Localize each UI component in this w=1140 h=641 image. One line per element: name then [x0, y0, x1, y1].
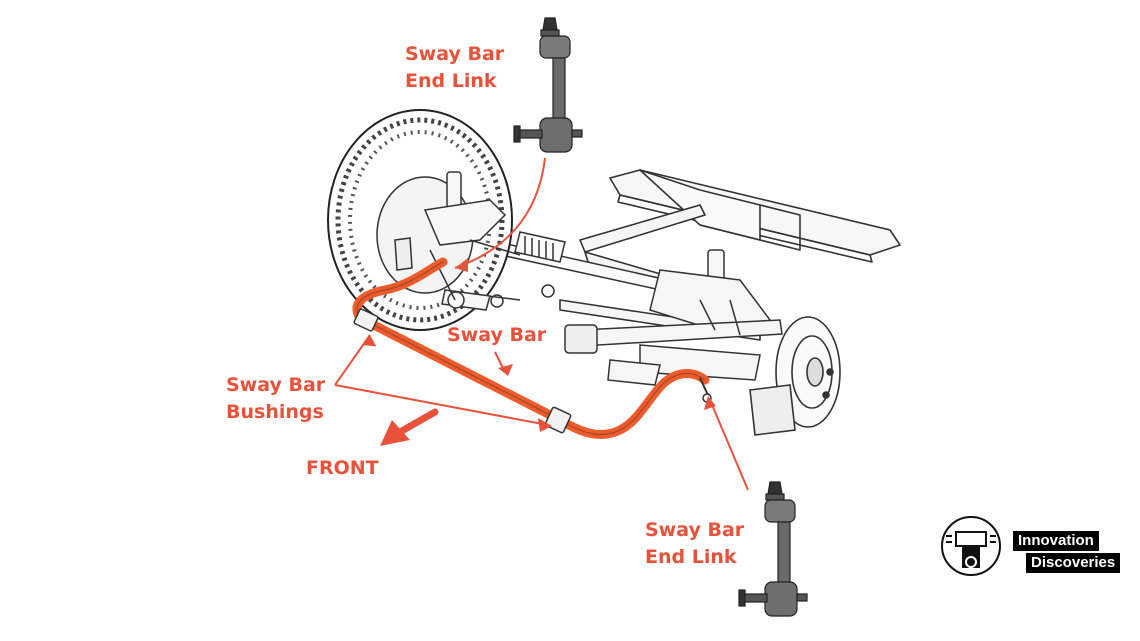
end-link-part-top	[513, 17, 583, 153]
left-bushing	[353, 308, 379, 332]
callout-arrowheads	[362, 258, 716, 432]
steering-rack	[439, 231, 691, 308]
sway-bar	[352, 257, 712, 440]
label-bushings: Sway Bar Bushings	[226, 374, 326, 423]
front-arrow-icon	[380, 408, 439, 446]
right-suspension	[564, 249, 783, 386]
label-end-link-bottom: Sway Bar End Link	[645, 519, 745, 568]
right-bushing	[544, 406, 572, 434]
brand-logo	[941, 516, 1001, 576]
brand-line-2: Discoveries	[1026, 553, 1121, 573]
left-suspension	[394, 171, 521, 311]
label-end-link-top: Sway Bar End Link	[405, 43, 505, 92]
right-hub	[749, 316, 841, 436]
brand-line-1: Innovation	[1013, 531, 1099, 551]
end-link-part-bottom	[738, 481, 808, 617]
label-sway-bar: Sway Bar	[447, 324, 547, 346]
label-front: FRONT	[306, 457, 379, 479]
